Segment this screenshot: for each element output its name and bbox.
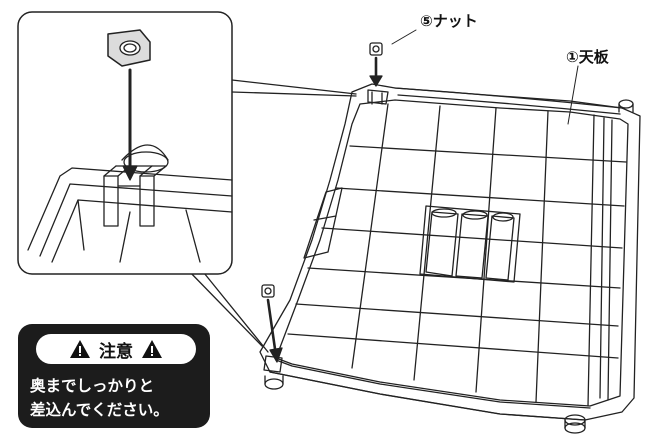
caution-text-line-2: 差込んでください。	[30, 401, 169, 419]
callout-connector-4	[199, 267, 269, 353]
callout-connector-2	[231, 91, 357, 97]
callout-nut	[107, 29, 151, 67]
warning-triangle-icon	[142, 340, 162, 358]
nut-leader-line	[391, 29, 417, 45]
callout-arrow	[122, 68, 138, 181]
top-board-label: ①天板	[566, 48, 609, 66]
board-leader-line	[567, 65, 579, 125]
arrow-bottom	[266, 298, 283, 363]
nut-top	[369, 42, 383, 56]
nut-bottom	[261, 284, 275, 298]
caution-title: 注意	[99, 341, 133, 362]
nut-label: ⑤ナット	[420, 12, 478, 30]
callout-connector-3	[185, 267, 263, 347]
caution-header: 注意	[36, 334, 196, 364]
arrow-top	[369, 56, 383, 87]
caution-panel: 注意 奥までしっかりと 差込んでください。	[18, 324, 210, 428]
warning-triangle-icon	[70, 340, 90, 358]
top-board	[259, 83, 641, 434]
caution-text-line-1: 奥までしっかりと	[30, 377, 155, 395]
callout-connector	[231, 79, 357, 95]
zoom-callout	[17, 11, 233, 275]
